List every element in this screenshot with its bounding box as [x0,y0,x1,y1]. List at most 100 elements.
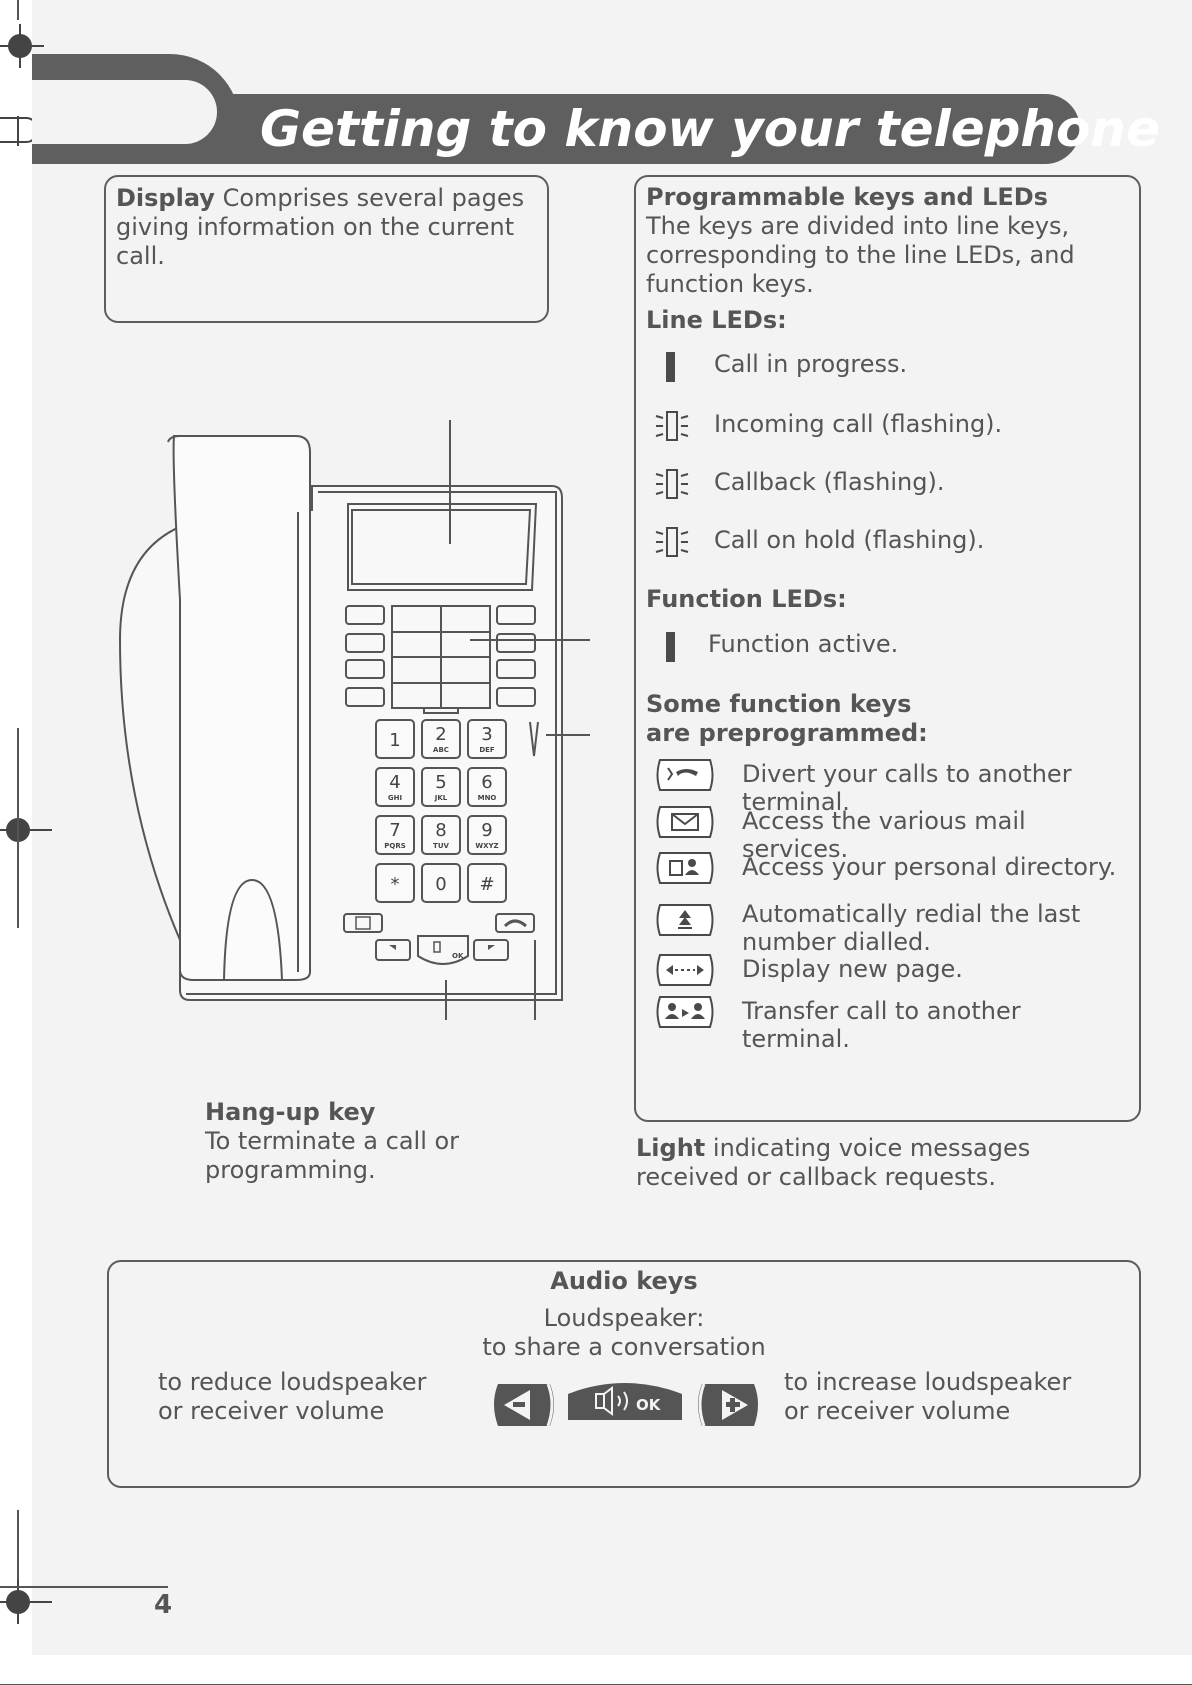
led-flashing-icon [655,411,689,441]
keypad-key [467,863,507,903]
keypad-key-letters: GHI [388,794,402,802]
crop-mark [0,1586,168,1588]
preprogrammed-key-row: Display new page. [652,953,1132,993]
keypad-key-digit: 9 [481,820,492,841]
light-description: Light indicating voice messages received… [636,1134,1116,1192]
crop-mark [17,728,19,928]
line-led-label: Callback (flashing). [714,468,945,496]
crop-mark [17,0,19,20]
registration-mark-icon [0,808,52,852]
keypad-key-letters: WXYZ [475,842,498,850]
programmable-keys-callout [634,175,1141,1122]
led-flashing-icon [655,469,689,499]
light-text: indicating voice messages received or ca… [636,1134,1031,1191]
line-led-row: Call in progress. [652,346,1152,386]
preprogrammed-key-label: Transfer call to another terminal. [742,997,1021,1053]
line-led-label: Incoming call (flashing). [714,410,1003,438]
keypad-key [467,815,507,855]
mail-key-icon [656,806,714,838]
audio-keys-callout [107,1260,1141,1488]
keypad-key [421,767,461,807]
keypad-key-digit: 5 [435,772,446,793]
audio-loudspeaker-line1: Loudspeaker: [543,1304,705,1332]
line-led-label: Call on hold (flashing). [714,526,985,554]
keypad-key [375,815,415,855]
keypad-key-letters: TUV [433,842,449,850]
keypad-key-digit: # [479,874,494,895]
page-title: Getting to know your telephone [260,100,1160,158]
light-heading: Light [636,1134,706,1162]
function-led-label: Function active. [708,630,899,658]
keypad-key [421,719,461,759]
keypad-key-digit: 8 [435,820,446,841]
keypad-key-digit: 7 [389,820,400,841]
title-banner-notch [32,80,217,144]
page-key-icon [656,954,714,986]
keypad-key [375,719,415,759]
keypad-key-letters: ABC [433,746,449,754]
audio-loudspeaker-line2: to share a conversation [482,1333,766,1361]
preprogrammed-key-label: Access the various mail services. [742,807,1026,863]
display-callout [104,175,549,323]
programmable-text: The keys are divided into line keys, cor… [646,212,1075,298]
function-leds-heading: Function LEDs: [646,585,847,613]
transfer-key-icon [656,996,714,1028]
led-flashing-icon [655,527,689,557]
preprogrammed-key-label: Display new page. [742,955,963,983]
divert-key-icon [656,759,714,791]
line-led-row: Incoming call (flashing). [652,406,1152,446]
display-text: Comprises several pages giving informati… [116,184,525,270]
keypad-key-letters: DEF [479,746,495,754]
keypad-key [467,719,507,759]
keypad-key-digit: 4 [389,772,400,793]
keypad-key [421,863,461,903]
led-steady-icon [666,632,675,662]
keypad-key-letters: MNO [478,794,497,802]
directory-key-icon [656,852,714,884]
keypad-key-digit: 0 [435,874,446,895]
keypad-key-digit: 3 [481,724,492,745]
hangup-heading: Hang-up key [205,1098,376,1126]
line-led-label: Call in progress. [714,350,908,378]
hangup-text: To terminate a call or programming. [205,1127,460,1184]
hangup-description: Hang-up key To terminate a call or progr… [205,1098,465,1185]
preprogrammed-heading: Some function keys are preprogrammed: [646,690,928,747]
display-description: Display Comprises several pages giving i… [116,184,540,271]
keypad-key-digit: * [391,874,400,895]
keypad-key-digit: 6 [481,772,492,793]
registration-mark-icon [0,24,44,68]
volume-up-key-icon [698,1383,758,1427]
speaker-key-ok-label: OK [452,952,464,960]
keypad-key [375,767,415,807]
audio-increase-text: to increase loudspeaker or receiver volu… [784,1368,1072,1425]
keypad-key-digit: 1 [389,730,400,751]
preprogrammed-key-row: Divert your calls to another terminal. [652,758,1132,816]
audio-heading: Audio keys [550,1267,698,1295]
page-number: 4 [154,1590,173,1620]
preprogrammed-key-row: Automatically redial the last number dia… [652,898,1132,958]
keypad-key-letters: PQRS [384,842,406,850]
preprogrammed-key-row: Transfer call to another terminal. [652,995,1132,1053]
loudspeaker-key-ok-label: OK [636,1396,661,1414]
line-led-row: Callback (flashing). [652,464,1152,504]
redial-key-icon [656,904,714,936]
function-led-row: Function active. [652,626,1152,666]
keypad-key [421,815,461,855]
preprogrammed-key-label: Access your personal directory. [742,853,1117,881]
audio-reduce-text: to reduce loudspeaker or receiver volume [158,1368,427,1425]
line-led-row: Call on hold (flashing). [652,522,1152,562]
crop-mark [17,1510,19,1580]
preprogrammed-key-label: Divert your calls to another terminal. [742,760,1072,816]
preprogrammed-key-label: Automatically redial the last number dia… [742,900,1081,956]
line-leds-heading: Line LEDs: [646,306,787,334]
led-steady-icon [666,352,675,382]
keypad-key-digit: 2 [435,724,446,745]
keypad-key [467,767,507,807]
preprogrammed-key-row: Access your personal directory. [652,851,1132,891]
volume-down-key-icon [494,1383,554,1427]
keypad-key-letters: JKL [434,794,448,802]
programmable-heading: Programmable keys and LEDs [646,183,1048,211]
loudspeaker-key-icon [568,1381,682,1420]
